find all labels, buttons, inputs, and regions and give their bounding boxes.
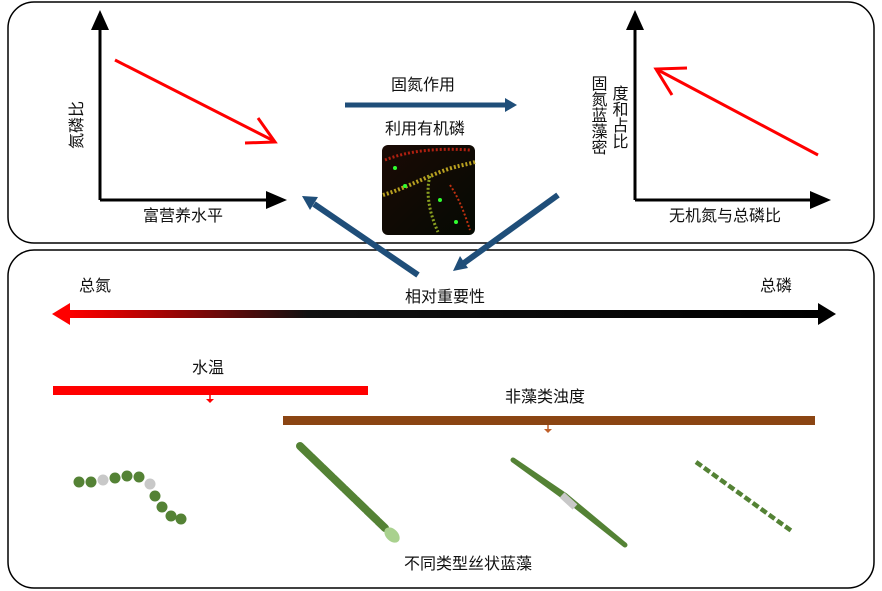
fixation-arrow <box>345 98 517 112</box>
trend-arrow <box>653 66 819 157</box>
right-chart-y-label-2: 度和占比 <box>610 85 629 149</box>
filament-heterocyst-terminal <box>296 442 400 543</box>
right-chart: 固氮蓝藻密 度和占比 无机氮与总磷比 <box>589 10 831 225</box>
left-chart-y-label: 氮磷比 <box>67 101 86 149</box>
relative-importance-label: 相对重要性 <box>405 287 485 306</box>
filament-beaded <box>73 470 187 525</box>
x-axis-arrowhead <box>810 191 831 209</box>
left-chart: 氮磷比 富营养水平 <box>67 10 287 225</box>
x-axis-arrowhead <box>266 191 287 209</box>
filament-tapered <box>510 457 628 548</box>
left-chart-x-label: 富营养水平 <box>143 206 223 225</box>
top-panel <box>7 1 875 244</box>
blue-arrow-left <box>302 196 420 278</box>
y-axis-arrowhead <box>91 10 109 30</box>
right-chart-x-label: 无机氮与总磷比 <box>669 206 781 225</box>
caption: 不同类型丝状蓝藻 <box>404 554 532 573</box>
total-nitrogen-label: 总氮 <box>79 276 111 295</box>
y-axis-arrowhead <box>626 10 644 30</box>
blue-arrow-right <box>453 192 560 271</box>
organic-phosphorus-label: 利用有机磷 <box>385 119 465 138</box>
turbidity-bar <box>283 416 815 433</box>
non-algal-turbidity-label: 非藻类浊度 <box>505 387 585 406</box>
total-phosphorus-label: 总磷 <box>760 276 792 295</box>
micrograph-image <box>382 145 476 235</box>
relative-importance-axis <box>52 303 836 325</box>
bottom-panel <box>7 249 875 589</box>
nitrogen-fixation-label: 固氮作用 <box>391 75 455 94</box>
water-temperature-bar <box>53 386 368 403</box>
filament-segmented <box>694 460 795 534</box>
right-chart-y-label-1: 固氮蓝藻密 <box>589 75 608 155</box>
water-temperature-label: 水温 <box>192 358 224 377</box>
trend-arrow <box>114 58 278 145</box>
